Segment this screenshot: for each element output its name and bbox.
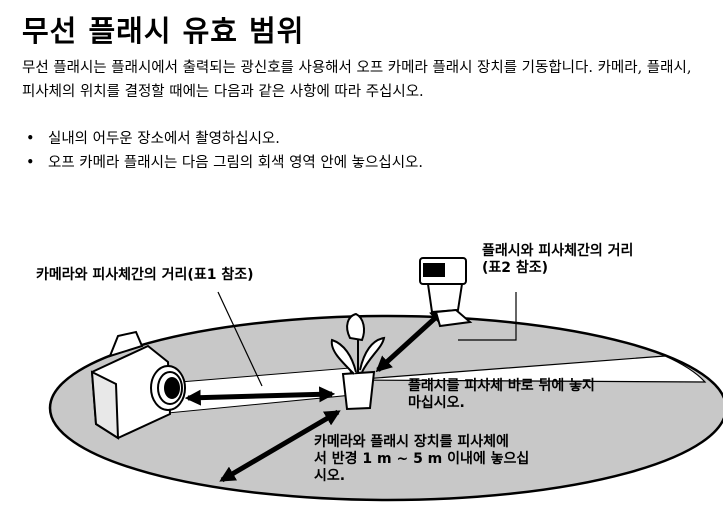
- bullet-text: 실내의 어두운 장소에서 촬영하십시오.: [48, 131, 280, 147]
- bullet-list: • 실내의 어두운 장소에서 촬영하십시오. • 오프 카메라 플래시는 다음 그림…: [22, 127, 423, 175]
- label-pointer-line: [217, 291, 263, 387]
- bullet-icon: •: [26, 131, 35, 147]
- excluded-wedge: [349, 355, 707, 383]
- label-line: 시오.: [314, 468, 346, 484]
- bullet-item: • 실내의 어두운 장소에서 촬영하십시오.: [22, 127, 423, 151]
- label-not-behind: 플래시를 피사체 바로 뒤에 놓지 마십시오.: [408, 378, 595, 412]
- bullet-icon: •: [26, 155, 35, 171]
- label-line: 서 반경 1 m ~ 5 m 이내에 놓으십: [314, 451, 530, 467]
- intro-paragraph: 무선 플래시는 플래시에서 출력되는 광신호를 사용해서 오프 카메라 플래시 …: [22, 60, 692, 100]
- label-line: (표2 참조): [482, 260, 549, 276]
- label-pointer-line: [458, 292, 517, 341]
- label-camera-subject: 카메라와 피사체간의 거리(표1 참조): [36, 267, 254, 283]
- subject-flash-arrow: [375, 307, 447, 373]
- range-radius-arrow: [219, 409, 341, 483]
- label-line: 카메라와 플래시 장치를 피사체에: [314, 434, 509, 450]
- label-flash-subject: 플래시와 피사체간의 거리 (표2 참조): [482, 243, 633, 277]
- label-line: 플래시를 피사체 바로 뒤에 놓지: [408, 378, 595, 394]
- label-range: 카메라와 플래시 장치를 피사체에 서 반경 1 m ~ 5 m 이내에 놓으십…: [314, 434, 529, 485]
- page-title: 무선 플래시 유효 범위: [22, 14, 305, 48]
- flash-unit-icon: [419, 257, 473, 328]
- label-line: 마십시오.: [408, 395, 465, 411]
- bullet-item: • 오프 카메라 플래시는 다음 그림의 회색 영역 안에 놓으십시오.: [22, 151, 423, 175]
- label-line: 플래시와 피사체간의 거리: [482, 243, 634, 259]
- potted-plant-icon: [330, 312, 386, 411]
- camera-subject-arrow: [184, 386, 336, 406]
- camera-icon: [90, 330, 186, 440]
- bullet-text: 오프 카메라 플래시는 다음 그림의 회색 영역 안에 놓으십시오.: [48, 155, 423, 171]
